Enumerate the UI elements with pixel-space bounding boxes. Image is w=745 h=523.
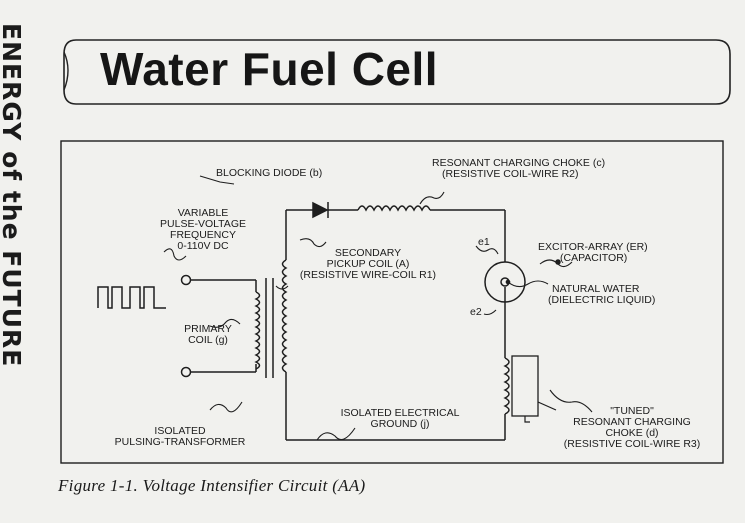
label-tuned-3: CHOKE (d) [605,427,659,439]
label-variable-3: FREQUENCY [170,229,236,241]
label-e1: e1 [478,236,490,248]
label-blocking-diode: BLOCKING DIODE (b) [216,167,323,179]
side-banner: ENERGY of the FUTURE [0,23,26,368]
label-excitor-2: (CAPACITOR) [560,252,628,264]
label-e2: e2 [470,306,482,318]
label-tuned-1: "TUNED" [610,405,654,417]
label-secondary-2: PICKUP COIL (A) [326,258,410,270]
label-excitor-1: EXCITOR-ARRAY (ER) [538,241,648,253]
label-choke-c-1: RESONANT CHARGING CHOKE (c) [432,157,606,169]
label-secondary-3: (RESISTIVE WIRE-COIL R1) [299,269,437,281]
label-tuned-2: RESONANT CHARGING [573,416,691,428]
label-primary-1: PRIMARY [184,323,232,335]
label-water-2: (DIELECTRIC LIQUID) [548,294,656,306]
label-transformer-2: PULSING-TRANSFORMER [114,436,246,448]
label-transformer-1: ISOLATED [154,425,206,437]
page-title: Water Fuel Cell [100,43,439,95]
title-frame [63,39,731,105]
label-variable-4: 0-110V DC [177,240,229,252]
label-ground-2: GROUND (j) [370,418,430,430]
label-variable-2: PULSE-VOLTAGE [160,218,246,230]
label-choke-c-2: (RESISTIVE COIL-WIRE R2) [442,168,579,180]
label-ground-1: ISOLATED ELECTRICAL [340,407,460,419]
label-tuned-4: (RESISTIVE COIL-WIRE R3) [563,438,701,450]
label-secondary-1: SECONDARY [334,247,402,259]
label-water-1: NATURAL WATER [552,283,640,295]
circuit-diagram: BLOCKING DIODE (b) RESONANT CHARGING CHO… [60,140,725,465]
title-banner: Water Fuel Cell [62,38,732,106]
figure-caption: Figure 1-1. Voltage Intensifier Circuit … [58,476,366,495]
label-primary-2: COIL (g) [188,334,228,346]
label-variable-1: VARIABLE [177,207,229,219]
circuit-schematic [60,140,724,464]
